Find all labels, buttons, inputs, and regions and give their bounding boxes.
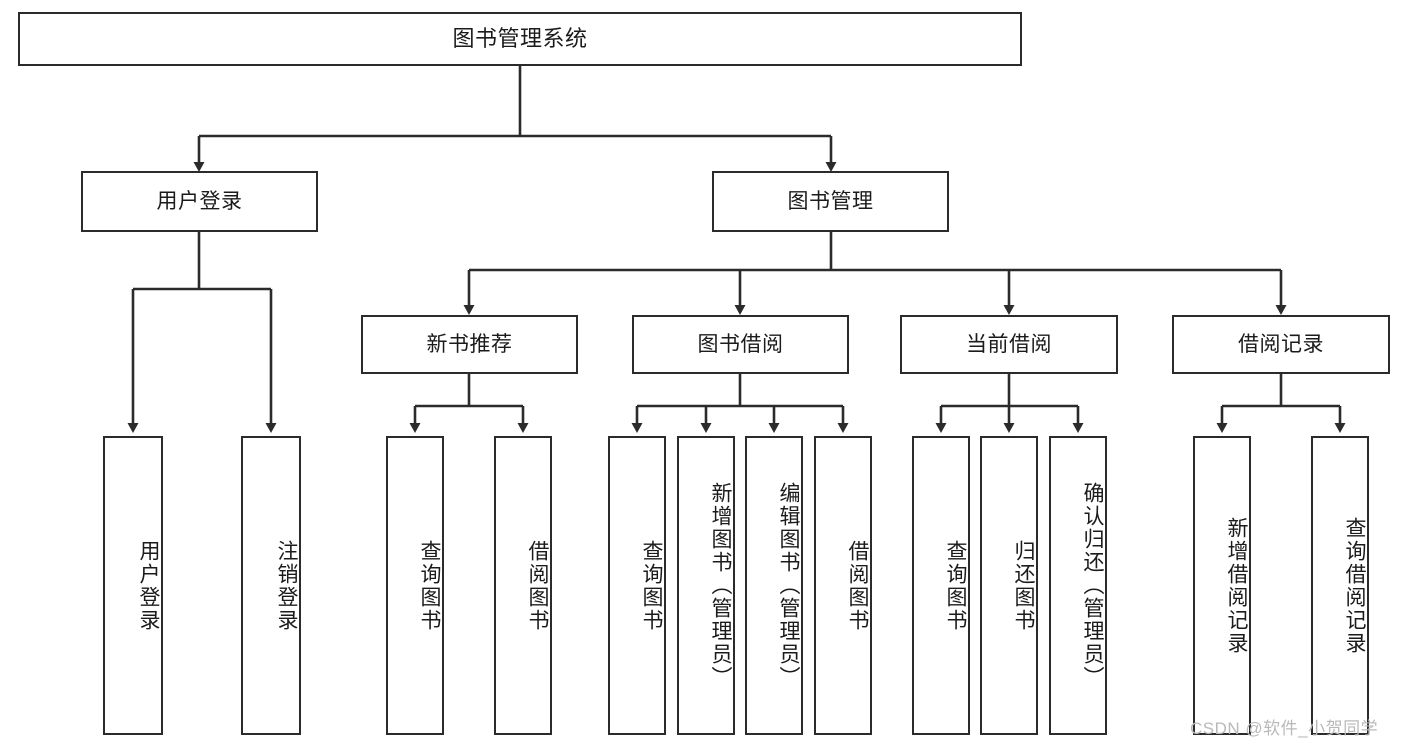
node-root[interactable]: 图书管理系统 <box>18 12 1022 66</box>
node-leaf-edit-book[interactable]: 编辑图书（管理员） <box>745 436 803 735</box>
node-leaf-return-book[interactable]: 归还图书 <box>980 436 1038 735</box>
node-current-borrow[interactable]: 当前借阅 <box>900 315 1118 374</box>
node-leaf-add-book-label: 新增图书（管理员） <box>709 482 732 689</box>
node-root-label: 图书管理系统 <box>452 25 588 51</box>
node-leaf-add-record[interactable]: 新增借阅记录 <box>1193 436 1251 735</box>
node-leaf-add-record-label: 新增借阅记录 <box>1225 516 1248 655</box>
node-leaf-query-book-3-label: 查询图书 <box>944 539 967 632</box>
node-leaf-query-book-2[interactable]: 查询图书 <box>608 436 666 735</box>
node-user-login-label: 用户登录 <box>156 189 243 213</box>
node-leaf-return-book-label: 归还图书 <box>1012 539 1035 632</box>
node-borrow-record[interactable]: 借阅记录 <box>1172 315 1390 374</box>
node-user-login[interactable]: 用户登录 <box>81 171 318 232</box>
node-leaf-borrow-book-2[interactable]: 借阅图书 <box>814 436 872 735</box>
node-leaf-user-login-label: 用户登录 <box>137 539 160 632</box>
node-book-manage-label: 图书管理 <box>787 189 874 213</box>
node-book-borrow[interactable]: 图书借阅 <box>632 315 849 374</box>
csdn-watermark: CSDN @软件_小贺同学 <box>1190 719 1379 738</box>
node-leaf-borrow-book-2-label: 借阅图书 <box>846 539 869 632</box>
node-leaf-query-book-1[interactable]: 查询图书 <box>386 436 444 735</box>
node-new-book-recommend[interactable]: 新书推荐 <box>361 315 578 374</box>
node-current-borrow-label: 当前借阅 <box>966 332 1052 356</box>
node-new-book-recommend-label: 新书推荐 <box>426 332 513 356</box>
node-leaf-logout-login-label: 注销登录 <box>275 539 298 632</box>
node-leaf-query-record[interactable]: 查询借阅记录 <box>1311 436 1369 735</box>
node-leaf-borrow-book-1[interactable]: 借阅图书 <box>494 436 552 735</box>
node-leaf-query-book-2-label: 查询图书 <box>640 539 663 632</box>
node-book-borrow-label: 图书借阅 <box>697 332 784 356</box>
node-book-manage[interactable]: 图书管理 <box>712 171 949 232</box>
node-borrow-record-label: 借阅记录 <box>1238 332 1324 356</box>
node-leaf-query-record-label: 查询借阅记录 <box>1343 516 1366 655</box>
node-leaf-query-book-3[interactable]: 查询图书 <box>912 436 970 735</box>
node-leaf-query-book-1-label: 查询图书 <box>418 539 441 632</box>
node-leaf-confirm-return-label: 确认归还（管理员） <box>1081 482 1104 689</box>
node-leaf-user-login[interactable]: 用户登录 <box>103 436 163 735</box>
node-leaf-add-book[interactable]: 新增图书（管理员） <box>677 436 735 735</box>
node-leaf-borrow-book-1-label: 借阅图书 <box>526 539 549 632</box>
node-leaf-edit-book-label: 编辑图书（管理员） <box>777 482 800 689</box>
node-leaf-confirm-return[interactable]: 确认归还（管理员） <box>1049 436 1107 735</box>
node-leaf-logout-login[interactable]: 注销登录 <box>241 436 301 735</box>
